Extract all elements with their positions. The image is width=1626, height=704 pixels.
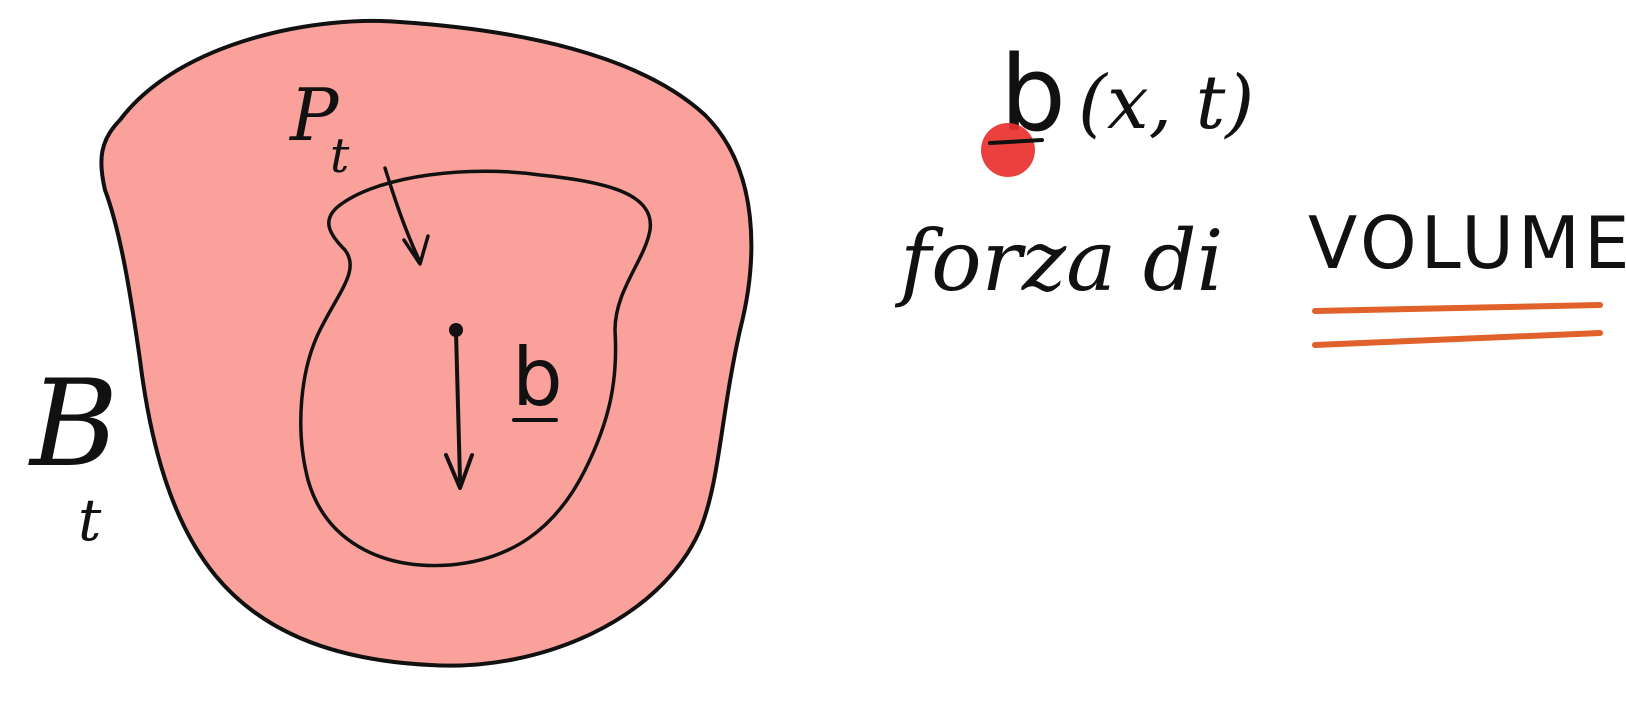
- caption-prefix: forza di: [894, 212, 1224, 310]
- formula-arguments: (x, t): [1078, 60, 1254, 146]
- pointer-dot: [981, 123, 1035, 177]
- body-label: B t: [28, 355, 118, 554]
- caption: forza di VOLUME: [894, 201, 1626, 348]
- caption-emphasis: VOLUME: [1308, 201, 1626, 285]
- body-label-subscript: t: [78, 486, 102, 554]
- part-region: [299, 169, 653, 568]
- part-label-main: P: [288, 73, 340, 157]
- formula: b (x, t): [981, 33, 1254, 177]
- body-label-main: B: [28, 355, 118, 494]
- part-label: P t: [288, 73, 350, 184]
- force-vector-label-text: b: [512, 331, 563, 424]
- emphasis-underline-2: [1312, 330, 1603, 348]
- force-vector: [444, 323, 474, 490]
- part-pointer-arrow: [383, 166, 430, 266]
- emphasis-underline-1: [1312, 302, 1603, 314]
- body-region: [99, 18, 754, 668]
- formula-underline: [988, 138, 1044, 145]
- vector-arrowhead: [444, 453, 474, 490]
- force-vector-label: b: [512, 331, 563, 424]
- part-label-subscript: t: [330, 128, 350, 184]
